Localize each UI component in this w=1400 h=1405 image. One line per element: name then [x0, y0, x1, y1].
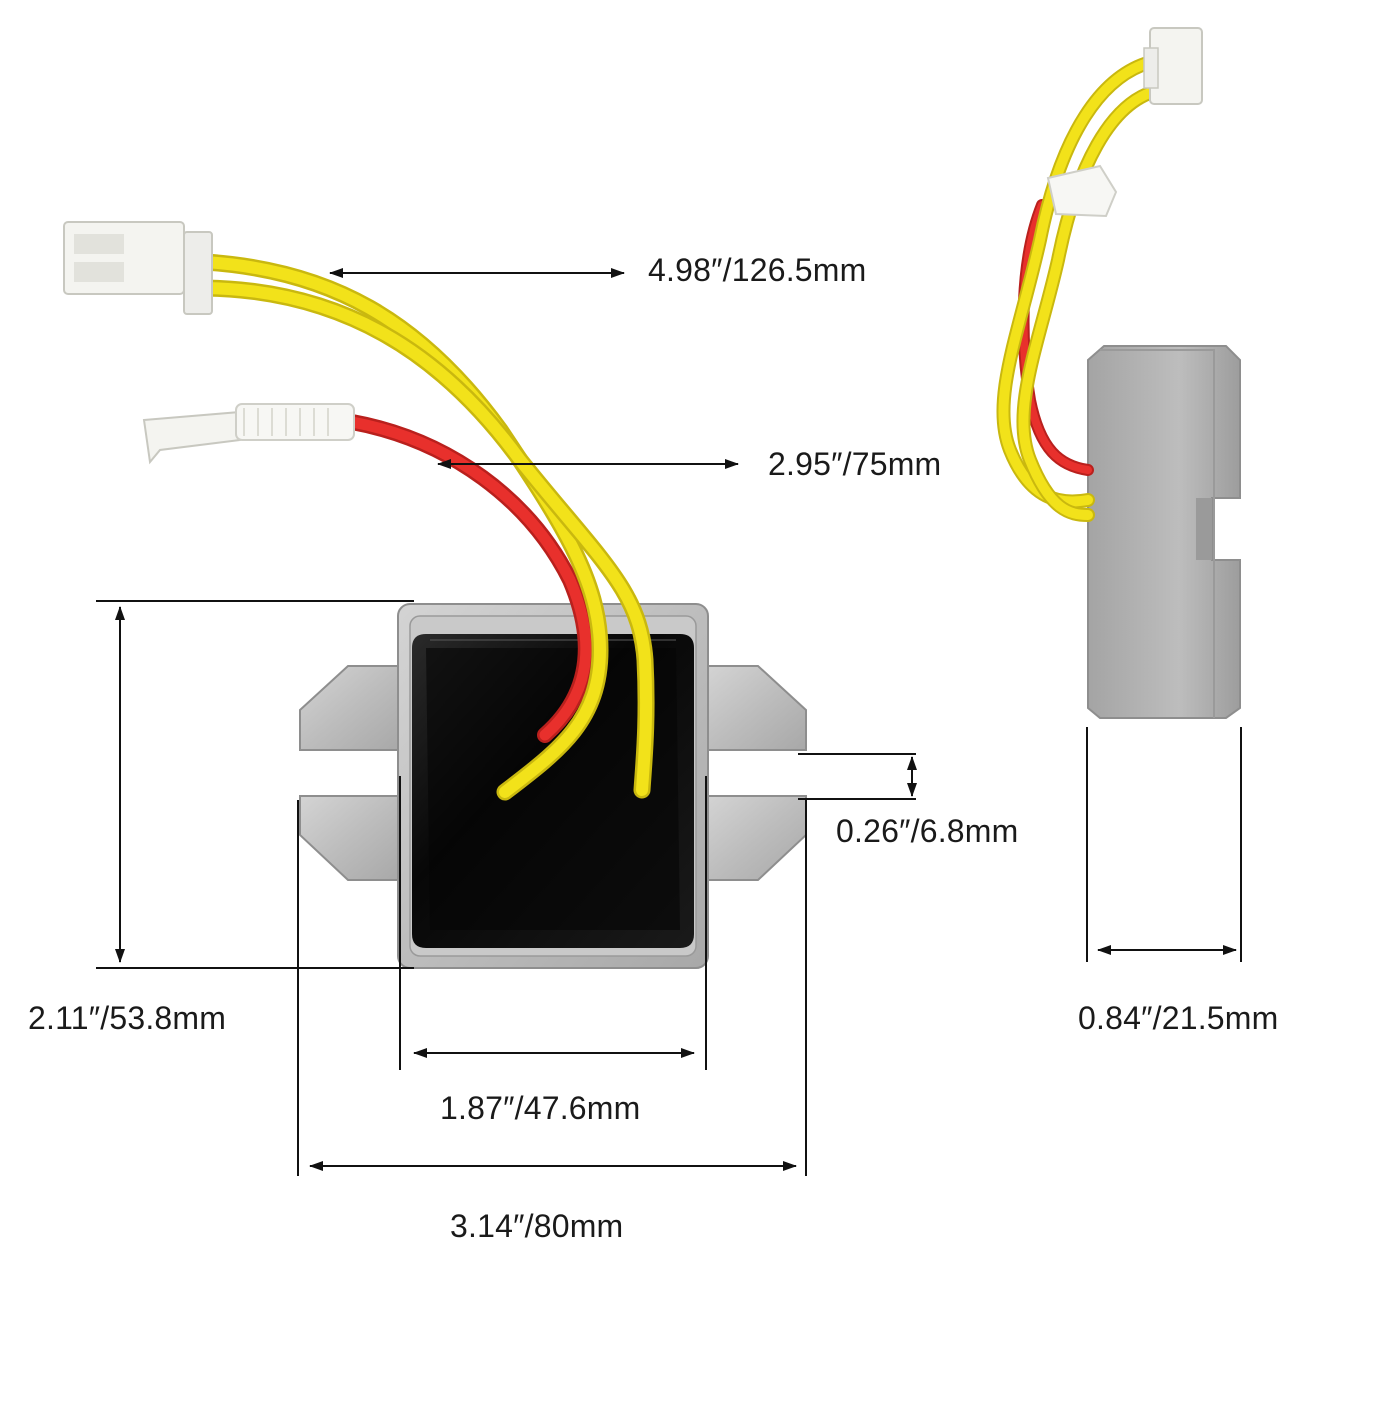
red-wire	[344, 414, 594, 743]
dimension-lines	[96, 268, 1242, 1176]
regulator-housing-side	[1087, 345, 1241, 719]
wire-length-yellow-label: 4.98″/126.5mm	[648, 252, 867, 288]
two-pin-connector	[63, 221, 213, 315]
side-connectors	[1046, 27, 1203, 218]
bullet-connector	[142, 403, 355, 465]
height-label: 2.11″/53.8mm	[28, 1000, 227, 1036]
body-width-label: 1.87″/47.6mm	[440, 1090, 641, 1126]
side-wires	[996, 53, 1167, 522]
yellow-wires	[196, 253, 655, 801]
thickness-label: 0.84″/21.5mm	[1078, 1000, 1279, 1036]
potting-compound	[412, 634, 694, 948]
wire-length-red-label: 2.95″/75mm	[768, 446, 942, 482]
overall-width-label: 3.14″/80mm	[450, 1208, 624, 1244]
slot-width-label: 0.26″/6.8mm	[836, 813, 1019, 849]
